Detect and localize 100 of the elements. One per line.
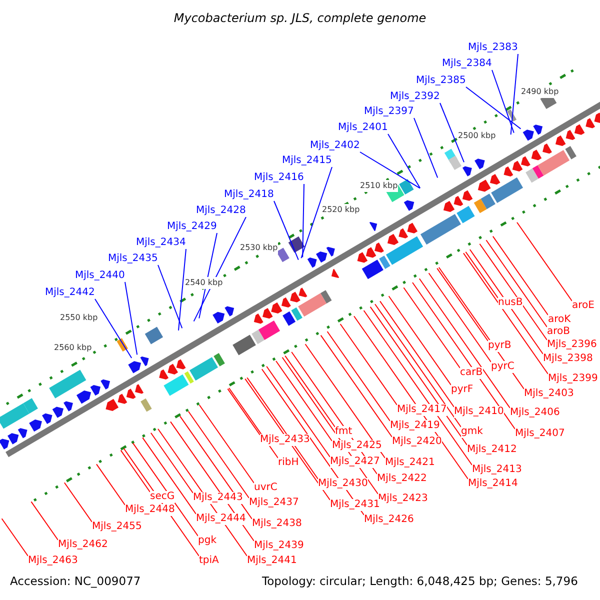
leader-line [64,482,92,522]
gene-label: Mjls_2414 [468,478,518,490]
leader-line [428,272,492,362]
gene-label: Mjls_2433 [260,434,310,446]
leader-line [340,324,398,406]
gene-label: pyrB [488,340,512,352]
leader-line [198,404,254,484]
leader-line [479,243,548,340]
gene-label: Mjls_2463 [28,555,78,567]
gene-label: Mjls_2420 [392,436,442,448]
gene-label: pgk [198,535,216,547]
leader-line [284,355,336,428]
leader-line [469,249,544,354]
scale-label: 2560 kbp [54,342,92,354]
leader-line [463,252,548,374]
gene-label: Mjls_2417 [397,404,447,416]
leader-line [227,388,260,436]
leader-line [466,86,522,130]
leader-line [436,268,488,342]
leader-line [374,304,462,428]
leader-line [403,287,460,368]
gene-label: pyrC [491,361,514,373]
leader-line [438,266,524,390]
gene-label: Mjls_2429 [167,221,217,233]
leader-line [124,282,138,356]
gene-label: Mjls_2435 [108,253,158,265]
gene-label: fmt [335,426,352,438]
scale-label: 2520 kbp [322,204,360,216]
leader-line [510,54,518,136]
leader-line [492,70,514,134]
gene-label: pyrF [451,384,474,396]
gene-label: Mjls_2431 [330,499,380,511]
gene-label: tpiA [199,555,219,567]
gene-label: Mjls_2398 [543,353,593,365]
gene-label: Mjls_2401 [338,122,388,134]
gene-label: Mjls_2413 [472,464,522,476]
gene-label: Mjls_2412 [467,444,517,456]
leader-line [412,282,516,430]
leader-line [274,200,299,260]
gene-label: Mjls_2397 [364,106,414,118]
leader-line [94,298,132,358]
leader-line [440,102,464,163]
scale-label: 2550 kbp [60,312,98,324]
leader-line [150,432,194,494]
leader-line [180,416,252,520]
leader-line [276,360,332,442]
footer-text: Topology: circular; Length: 6,048,425 bp; Genes: 5,796 [262,575,578,587]
leader-line [132,442,198,536]
leader-line [188,410,250,498]
gene-label: Mjls_2427 [330,456,380,468]
gene-label: Mjls_2410 [454,406,504,418]
leader-line [304,344,386,458]
gene-label: Mjls_2444 [196,513,246,525]
gene-label: Mjls_2434 [136,237,186,249]
gene-label: Mjls_2396 [547,339,597,351]
gene-label: Mjls_2415 [282,155,332,167]
gene-label: Mjls_2462 [58,539,108,551]
gene-label: Mjls_2448 [125,504,175,516]
scale-label: 2530 kbp [240,242,278,254]
gene-label: Mjls_2426 [364,514,414,526]
gene-label: nusB [498,297,523,309]
leader-line [516,222,572,302]
leader-line [418,278,510,408]
leader-line [193,216,246,322]
leader-line [363,310,472,466]
gene-label: Mjls_2439 [254,540,304,552]
leader-line [320,334,392,438]
leader-line [244,378,330,500]
gene-label: Mjls_2443 [193,492,243,504]
leader-line [302,184,304,258]
gene-label: Mjls_2455 [92,521,142,533]
footer-text: Accession: NC_009077 [10,575,141,587]
leader-line [158,264,183,329]
gene-label: Mjls_2441 [247,555,297,567]
leader-line [414,118,438,178]
scale-label: 2490 kbp [521,86,559,98]
gene-label: Mjls_2438 [252,518,302,530]
gene-label: Mjls_2407 [515,428,565,440]
leader-line [388,134,421,189]
leader-line [326,331,390,422]
gene-label: Mjls_2423 [378,493,428,505]
gene-label: secG [150,491,175,503]
leader-line [380,300,454,408]
leader-line [246,377,318,480]
leader-line [492,236,548,316]
leader-line [388,296,452,386]
leader-line [142,437,196,514]
gene-label: Mjls_2442 [45,287,95,299]
leader-line [360,152,420,189]
leader-line [465,251,498,298]
leader-line [1,518,28,556]
gene-label: Mjls_2419 [390,420,440,432]
gene-label: Mjls_2437 [249,497,299,509]
gene-label: Mjls_2392 [390,91,440,103]
gene-label: Mjls_2385 [416,75,466,87]
gene-label: Mjls_2399 [548,373,598,385]
leader-line [370,306,468,446]
gene-label: Mjls_2421 [385,457,435,469]
gene-label: Mjls_2422 [377,473,427,485]
scale-label: 2540 kbp [185,277,223,289]
